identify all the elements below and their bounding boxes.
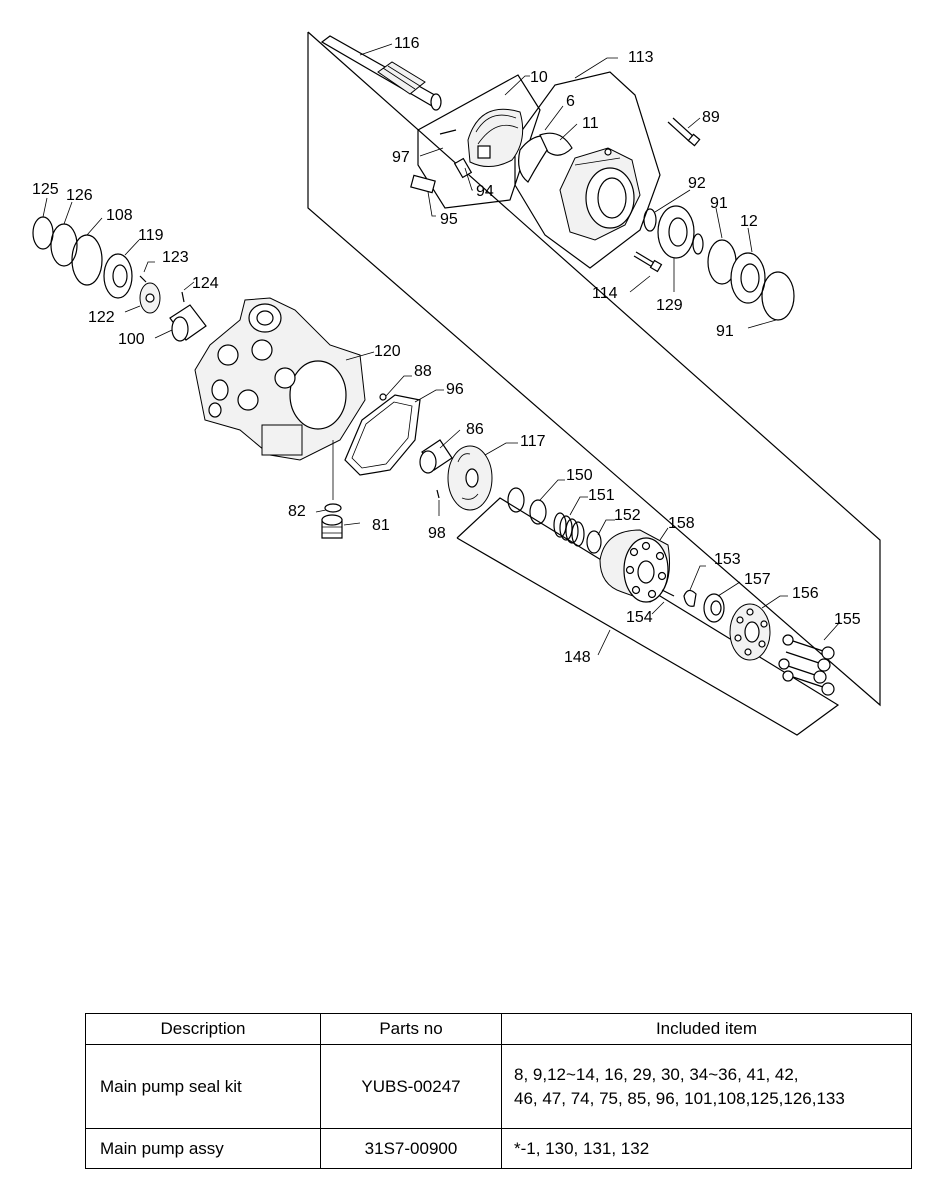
- callout-97: 97: [392, 149, 410, 166]
- parts-table: Description Parts no Included item Main …: [85, 1012, 912, 1169]
- callout-116: 116: [394, 35, 420, 52]
- callout-152: 152: [614, 507, 641, 524]
- pump-casing: [194, 297, 366, 461]
- callout-6: 6: [566, 93, 575, 110]
- callout-125: 125: [32, 181, 59, 198]
- callout-96: 96: [446, 381, 464, 398]
- callout-122: 122: [88, 309, 115, 326]
- callout-150: 150: [566, 467, 593, 484]
- pin-98: [436, 489, 440, 499]
- assembly-boundary: [307, 31, 881, 707]
- spring-151: [553, 512, 585, 547]
- table-row: Main pump seal kit YUBS-00247 8, 9,12~14…: [85, 1044, 912, 1130]
- header-description: Description: [85, 1012, 321, 1046]
- callout-119: 119: [138, 227, 164, 244]
- callout-11: 11: [582, 115, 599, 132]
- bushing-157: [703, 593, 725, 623]
- callout-120: 120: [374, 343, 401, 360]
- ring-152: [586, 530, 602, 554]
- bearing-12: [730, 252, 766, 304]
- row-description: Main pump assy: [85, 1128, 321, 1169]
- header-parts-no: Parts no: [320, 1012, 502, 1046]
- table-row: Main pump assy 31S7-00900 *-1, 130, 131,…: [85, 1128, 912, 1169]
- pistons-155: [778, 634, 835, 696]
- callout-151: 151: [588, 487, 615, 504]
- callout-156: 156: [792, 585, 819, 602]
- row-included-items: 8, 9,12~14, 16, 29, 30, 34~36, 41, 42, 4…: [501, 1044, 912, 1130]
- callout-91a: 91: [710, 195, 728, 212]
- piece-95: [410, 174, 436, 194]
- cylinder-block-158: [599, 529, 671, 603]
- callout-86: 86: [466, 421, 484, 438]
- callout-94: 94: [476, 183, 494, 200]
- callout-126: 126: [66, 187, 93, 204]
- callout-82: 82: [288, 503, 306, 520]
- swash-plate: [439, 108, 524, 179]
- callout-12: 12: [740, 213, 758, 230]
- pin-154: [661, 589, 675, 597]
- callout-153: 153: [714, 551, 741, 568]
- rings-150: [507, 487, 547, 525]
- included-line-1: 8, 9,12~14, 16, 29, 30, 34~36, 41, 42,: [514, 1064, 799, 1084]
- plate-122: [139, 282, 161, 314]
- callout-129: 129: [656, 297, 683, 314]
- cylinder-group-boundary: [456, 497, 840, 736]
- swash-group-boundary: [417, 74, 541, 209]
- callout-158: 158: [668, 515, 695, 532]
- callout-155: 155: [834, 611, 861, 628]
- bearing-halves: [518, 132, 573, 183]
- callout-88: 88: [414, 363, 432, 380]
- callout-91b: 91: [716, 323, 734, 340]
- row-included-items: *-1, 130, 131, 132: [501, 1128, 912, 1169]
- callout-123: 123: [162, 249, 189, 266]
- included-line-1: *-1, 130, 131, 132: [514, 1138, 650, 1158]
- ring-92-bearing-129: [643, 205, 704, 259]
- header-included-item: Included item: [501, 1012, 912, 1046]
- plug-81: [321, 503, 343, 539]
- valve-plate-117: [447, 445, 493, 511]
- bearing-housing: [559, 147, 641, 241]
- o-rings-left: [32, 216, 103, 286]
- callout-81: 81: [372, 517, 390, 534]
- retainer-156: [729, 603, 771, 661]
- callout-148: 148: [564, 649, 591, 666]
- row-parts-no: YUBS-00247: [320, 1044, 502, 1130]
- callout-95: 95: [440, 211, 458, 228]
- callout-98: 98: [428, 525, 446, 542]
- callout-113: 113: [628, 49, 654, 66]
- pins-123-124: [139, 275, 185, 303]
- pin-88: [379, 393, 387, 401]
- callout-117: 117: [520, 433, 546, 450]
- leader-lines: [42, 43, 841, 656]
- bolt-114: [633, 251, 663, 273]
- included-line-2: 46, 47, 74, 75, 85, 96, 101,108,125,126,…: [514, 1088, 845, 1108]
- callout-108: 108: [106, 207, 133, 224]
- bearing-housing-boundary: [514, 71, 661, 269]
- ring-91b: [761, 271, 795, 321]
- bearing-86: [419, 439, 453, 474]
- exploded-parts-diagram: 116 10 113 6 11 89 97 94 95 92 91 12 114…: [32, 31, 881, 736]
- callout-100: 100: [118, 331, 145, 348]
- bolt-89: [667, 117, 701, 147]
- callout-89: 89: [702, 109, 720, 126]
- row-parts-no: 31S7-00900: [320, 1128, 502, 1169]
- callout-92: 92: [688, 175, 706, 192]
- callout-154: 154: [626, 609, 653, 626]
- callout-157: 157: [744, 571, 771, 588]
- drive-shaft: [320, 35, 442, 111]
- sleeve-100: [169, 304, 207, 342]
- callout-10: 10: [530, 69, 548, 86]
- row-description: Main pump seal kit: [85, 1044, 321, 1130]
- gasket-96: [344, 394, 421, 476]
- callout-124: 124: [192, 275, 219, 292]
- callout-114: 114: [592, 285, 618, 302]
- table-header-row: Description Parts no Included item: [85, 1012, 912, 1046]
- bearing-119: [103, 253, 133, 299]
- collar-153: [683, 589, 697, 607]
